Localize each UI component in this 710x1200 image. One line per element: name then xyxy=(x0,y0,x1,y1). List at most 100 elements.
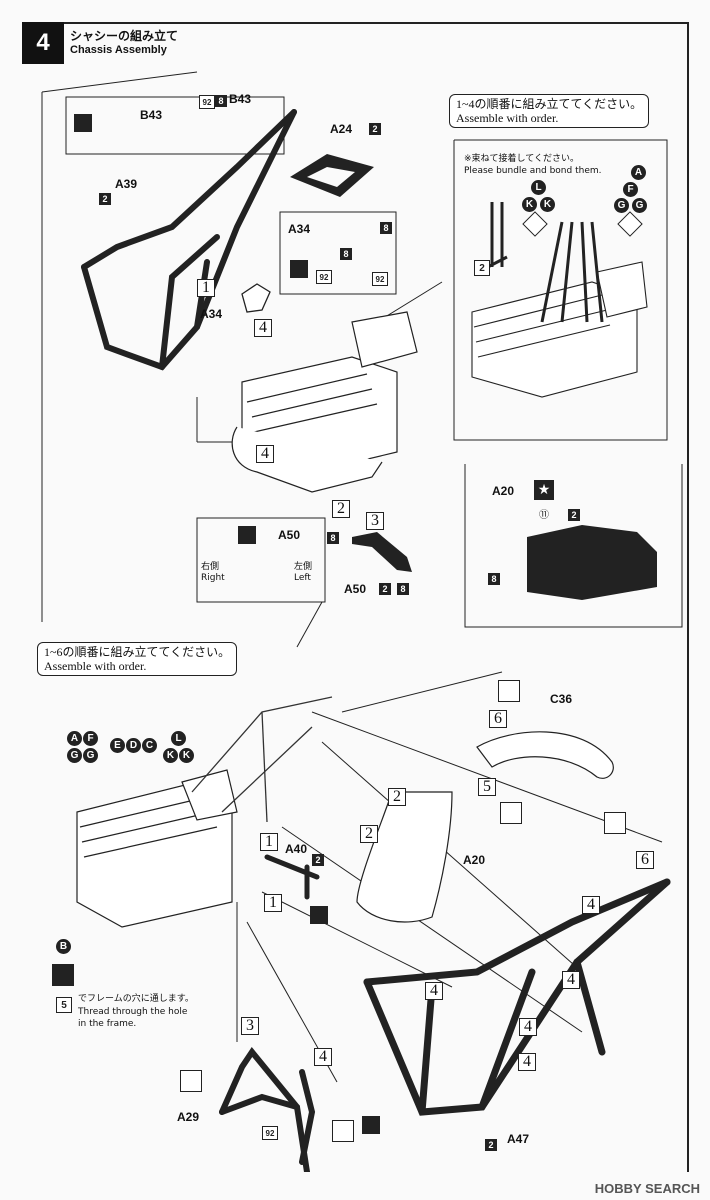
note-jp: 1~4の順番に組み立ててください。 xyxy=(456,97,643,111)
color-e-marker: E xyxy=(110,738,125,753)
step-title-jp: シャシーの組み立て xyxy=(70,29,179,43)
tweezers-icon xyxy=(310,906,328,924)
part-a34-label: A34 xyxy=(200,307,223,321)
color-k-marker: K xyxy=(179,748,194,763)
left-side-jp: 左側 xyxy=(294,562,313,572)
paint-8-badge: 8 xyxy=(488,573,500,585)
color-a-marker: A xyxy=(631,165,646,180)
color-l-marker: L xyxy=(171,731,186,746)
step-1-marker: 1 xyxy=(197,279,215,297)
step-4-marker: 4 xyxy=(518,1053,536,1071)
step-2-marker: 2 xyxy=(360,825,378,843)
part-a47-label: A47 xyxy=(507,1132,530,1146)
bundle-note-jp: ※束ねて接着してください。 xyxy=(464,154,580,164)
paint-92-badge: 92 xyxy=(199,95,215,109)
step-3-marker: 3 xyxy=(366,512,384,530)
note-jp: 1~6の順番に組み立ててください。 xyxy=(44,645,231,659)
thread-note-en1: Thread through the hole xyxy=(78,1007,188,1017)
color-k-marker: K xyxy=(522,197,537,212)
step-4-marker: 4 xyxy=(425,982,443,1000)
paint-8-badge: 8 xyxy=(340,248,352,260)
part-a29-label: A29 xyxy=(177,1110,200,1124)
part-a20-label: A20 xyxy=(463,853,486,867)
star-icon: ★ xyxy=(534,480,554,500)
cement-icon xyxy=(498,680,520,702)
header-rule xyxy=(64,22,688,24)
paint-11-label: ⑪ xyxy=(539,510,549,521)
color-c-marker: C xyxy=(142,738,157,753)
step-6-marker: 6 xyxy=(489,710,507,728)
part-b43-label: B43 xyxy=(229,92,252,106)
color-k-marker: K xyxy=(540,197,555,212)
assembly-order-note: 1~6の順番に組み立ててください。 Assemble with order. xyxy=(37,642,238,676)
cement-icon xyxy=(500,802,522,824)
part-a34-label: A34 xyxy=(288,222,311,236)
part-a24-label: A24 xyxy=(330,122,353,136)
right-side-en: Right xyxy=(201,573,225,583)
left-side-en: Left xyxy=(294,573,311,583)
paint-2-badge: 2 xyxy=(568,509,580,521)
step-3-marker: 3 xyxy=(241,1017,259,1035)
step-number-badge: 4 xyxy=(22,22,64,64)
part-b43-label: B43 xyxy=(140,108,163,122)
paint-2-badge: 2 xyxy=(474,260,490,276)
tweezers-icon xyxy=(290,260,308,278)
thread-note-jp: でフレームの穴に通します。 xyxy=(78,994,194,1004)
paint-8-badge: 8 xyxy=(397,583,409,595)
tweezers-icon xyxy=(362,1116,380,1134)
color-d-marker: D xyxy=(126,738,141,753)
assembly-diagram xyxy=(41,71,683,1172)
step-2-marker: 2 xyxy=(332,500,350,518)
step-4-marker: 4 xyxy=(562,971,580,989)
paint-92-badge: 92 xyxy=(262,1126,278,1140)
brush-icon xyxy=(52,964,74,986)
paint-2-badge: 2 xyxy=(99,193,111,205)
note-en: Assemble with order. xyxy=(44,659,147,673)
color-a-marker: A xyxy=(67,731,82,746)
step-4-marker: 4 xyxy=(254,319,272,337)
cement-icon xyxy=(604,812,626,834)
no-cement-icon xyxy=(332,1120,354,1142)
part-a50-label: A50 xyxy=(344,582,367,596)
tweezers-icon xyxy=(238,526,256,544)
part-a50-label: A50 xyxy=(278,528,301,542)
color-f-marker: F xyxy=(623,182,638,197)
color-f-marker: F xyxy=(83,731,98,746)
color-k-marker: K xyxy=(163,748,178,763)
part-c36-label: C36 xyxy=(550,692,573,706)
color-l-marker: L xyxy=(531,180,546,195)
paint-2-badge: 2 xyxy=(485,1139,497,1151)
paint-8-badge: 8 xyxy=(380,222,392,234)
thread-note-en2: in the frame. xyxy=(78,1019,137,1029)
part-a20-label: A20 xyxy=(492,484,515,498)
step-4-marker: 4 xyxy=(519,1018,537,1036)
color-g-marker: G xyxy=(83,748,98,763)
paint-2-badge: 2 xyxy=(369,123,381,135)
tweezers-icon xyxy=(74,114,92,132)
step-4-marker: 4 xyxy=(582,896,600,914)
watermark: HOBBY SEARCH xyxy=(594,1181,700,1196)
note-en: Assemble with order. xyxy=(456,111,559,125)
step-2-marker: 2 xyxy=(388,788,406,806)
page-border-right xyxy=(687,22,689,1172)
step-6-marker: 6 xyxy=(636,851,654,869)
step-5-marker: 5 xyxy=(478,778,496,796)
step-4-marker: 4 xyxy=(314,1048,332,1066)
no-cement-icon xyxy=(180,1070,202,1092)
bundle-note-en: Please bundle and bond them. xyxy=(464,166,602,176)
color-g-marker: G xyxy=(632,198,647,213)
part-b-marker: B xyxy=(56,939,71,954)
part-a40-label: A40 xyxy=(285,842,308,856)
step-title-en: Chassis Assembly xyxy=(70,44,167,56)
color-g-marker: G xyxy=(67,748,82,763)
right-side-jp: 右側 xyxy=(201,562,220,572)
paint-8-badge: 8 xyxy=(327,532,339,544)
paint-8-badge: 8 xyxy=(215,95,227,107)
paint-92-badge: 92 xyxy=(316,270,332,284)
color-g-marker: G xyxy=(614,198,629,213)
step-4-marker: 4 xyxy=(256,445,274,463)
paint-2-badge: 2 xyxy=(312,854,324,866)
part-a39-label: A39 xyxy=(115,177,138,191)
step-1-marker: 1 xyxy=(264,894,282,912)
step-1-marker: 1 xyxy=(260,833,278,851)
